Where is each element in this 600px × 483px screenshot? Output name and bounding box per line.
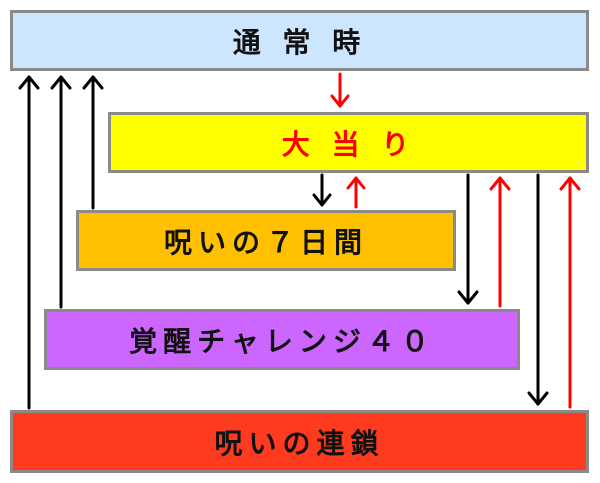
edge-challenge-40-to-normal: [50, 75, 72, 309]
state-curse-chain: 呪いの連鎖: [10, 410, 589, 473]
state-curse-7-days: 呪いの７日間: [76, 210, 456, 271]
state-curse-chain-label: 呪いの連鎖: [214, 426, 385, 460]
edge-curse-7-days-to-jackpot: [346, 176, 366, 209]
edge-curse-7-days-to-normal: [82, 75, 104, 210]
edge-curse-chain-to-jackpot: [559, 176, 581, 409]
state-jackpot-label: 大 当 り: [281, 127, 416, 161]
state-awakening-challenge-40: 覚醒チャレンジ４０: [44, 309, 520, 370]
edge-curse-chain-to-normal: [18, 75, 40, 410]
state-normal: 通 常 時: [10, 10, 589, 71]
edge-jackpot-to-curse-chain: [527, 173, 549, 406]
state-normal-label: 通 常 時: [232, 25, 367, 59]
edge-normal-to-jackpot: [330, 72, 350, 108]
edge-challenge-40-to-jackpot: [489, 176, 511, 308]
state-awakening-challenge-40-label: 覚醒チャレンジ４０: [129, 324, 435, 358]
state-curse-7-days-label: 呪いの７日間: [163, 225, 368, 259]
edge-jackpot-to-curse-7-days: [312, 173, 332, 207]
edge-jackpot-to-challenge-40: [457, 173, 479, 305]
state-jackpot: 大 当 り: [108, 112, 589, 173]
